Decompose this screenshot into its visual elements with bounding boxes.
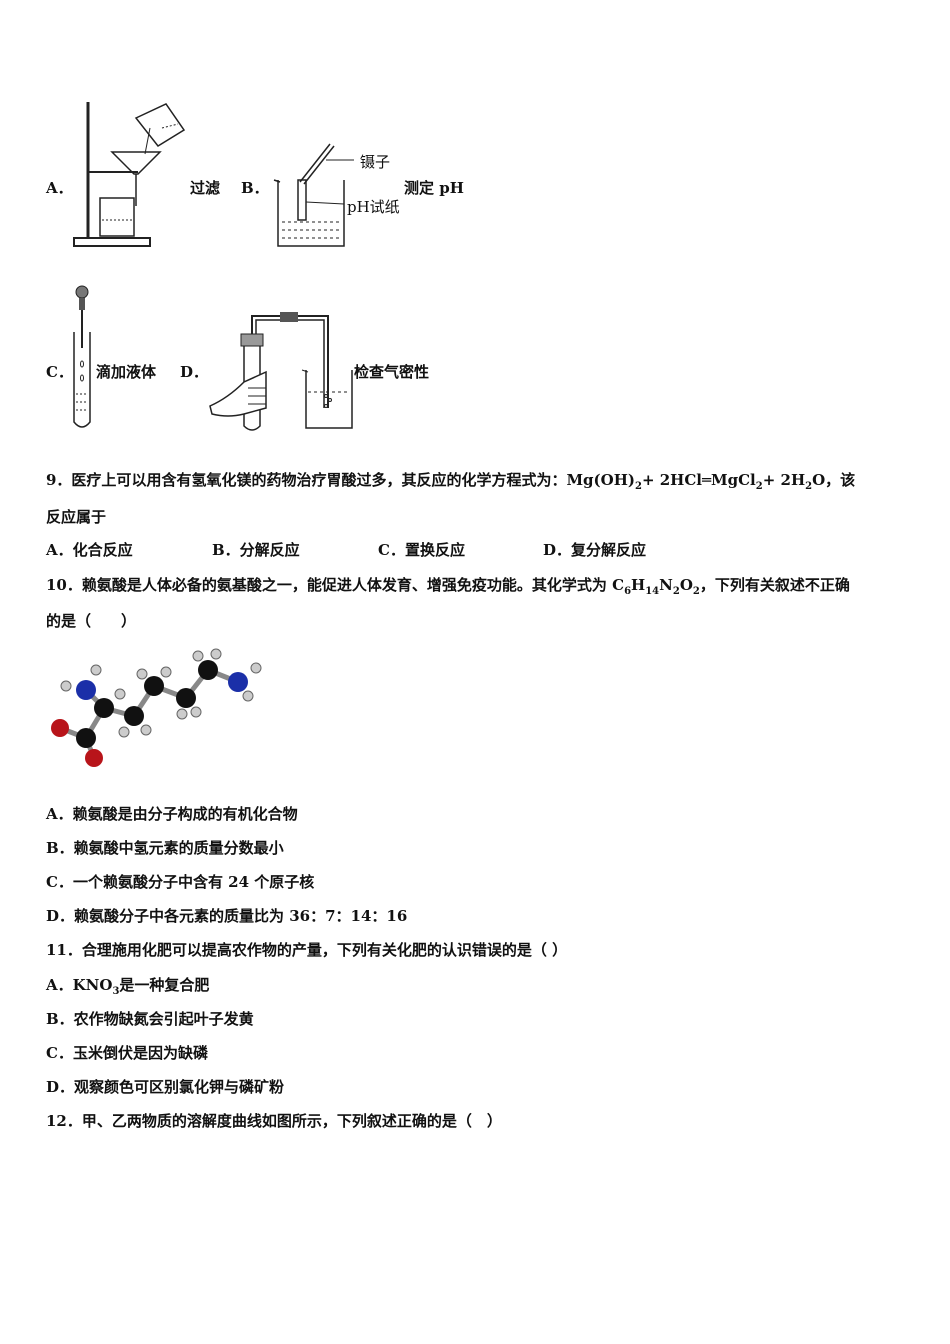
option-c-caption: 滴加液体 xyxy=(96,363,157,381)
ph-test-figure xyxy=(273,143,354,247)
question-10-stem-line2: 的是（ ） xyxy=(46,612,137,630)
q9-option-b: B．分解反应 xyxy=(212,541,300,559)
q11-option-b: B．农作物缺氮会引起叶子发黄 xyxy=(46,1010,254,1028)
q10-option-a: A．赖氨酸是由分子构成的有机化合物 xyxy=(46,805,298,823)
tweezers-label: 镊子 xyxy=(360,153,391,171)
option-a-letter: A． xyxy=(46,179,73,197)
question-10-stem-line1: 10．赖氨酸是人体必备的氨基酸之一，能促进人体发育、增强免疫功能。其化学式为 C… xyxy=(46,576,850,597)
q9-option-d: D．复分解反应 xyxy=(543,541,647,559)
option-d-caption: 检查气密性 xyxy=(354,363,430,381)
q10-option-b: B．赖氨酸中氢元素的质量分数最小 xyxy=(46,839,284,857)
question-9-stem-line1: 9．医疗上可以用含有氢氧化镁的药物治疗胃酸过多，其反应的化学方程式为：Mg(OH… xyxy=(46,471,856,492)
q10-option-d: D．赖氨酸分子中各元素的质量比为 36：7：14：16 xyxy=(46,907,408,925)
lysine-formula: C6H14N2O2 xyxy=(612,576,700,597)
q11-option-a: A．KNO3是一种复合肥 xyxy=(46,976,210,997)
q11-option-c: C．玉米倒伏是因为缺磷 xyxy=(46,1044,208,1062)
question-9-options: A．化合反应 B．分解反应 C．置换反应 D．复分解反应 xyxy=(46,540,906,560)
airtightness-check-figure xyxy=(209,312,353,431)
q11-option-d: D．观察颜色可区别氯化钾与磷矿粉 xyxy=(46,1078,285,1096)
filtration-apparatus-figure xyxy=(73,102,186,247)
ph-paper-label: pH试纸 xyxy=(347,198,400,216)
option-b-caption: 测定 pH xyxy=(404,179,464,197)
q9-option-c: C．置换反应 xyxy=(378,541,465,559)
q9-option-a: A．化合反应 xyxy=(46,541,133,559)
dropper-test-tube-figure xyxy=(73,285,91,428)
question-11-stem: 11．合理施用化肥可以提高农作物的产量，下列有关化肥的认识错误的是（ ） xyxy=(46,941,568,959)
option-c-letter: C． xyxy=(46,363,73,381)
option-a-caption: 过滤 xyxy=(190,179,221,197)
option-d-letter: D． xyxy=(180,363,209,381)
question-12-stem: 12．甲、乙两物质的溶解度曲线如图所示，下列叙述正确的是（ ） xyxy=(46,1112,502,1130)
question-9-stem-line2: 反应属于 xyxy=(46,508,107,526)
equation: Mg(OH)2+ 2HCl═MgCl2+ 2H2O xyxy=(566,471,826,492)
lysine-molecule-model-figure xyxy=(51,648,262,767)
q10-option-c: C．一个赖氨酸分子中含有 24 个原子核 xyxy=(46,873,315,891)
option-b-letter: B． xyxy=(241,179,269,197)
question-9-text: 9．医疗上可以用含有氢氧化镁的药物治疗胃酸过多，其反应的化学方程式为： xyxy=(46,471,567,489)
